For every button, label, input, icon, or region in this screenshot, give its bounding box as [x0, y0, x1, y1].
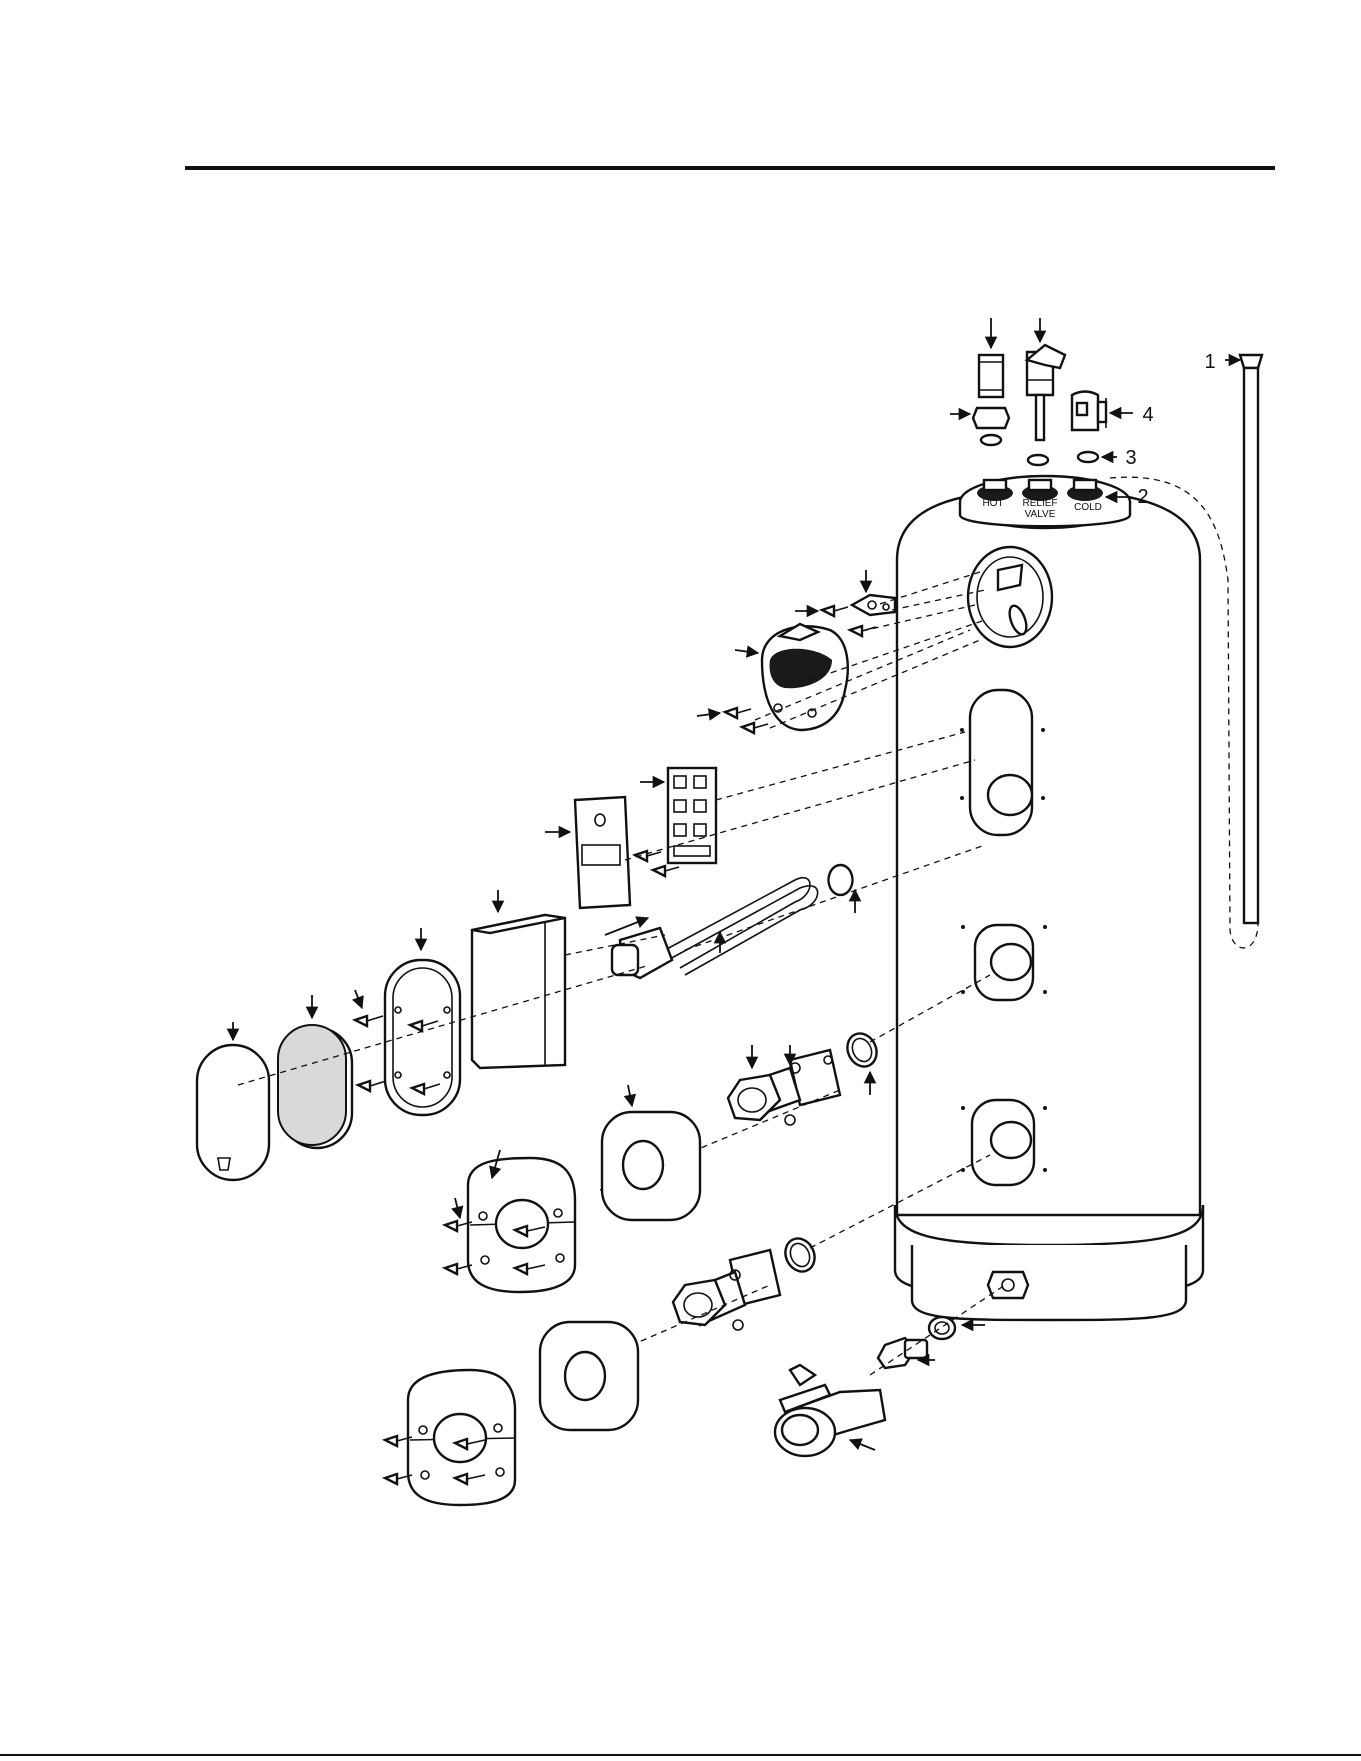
insulation-block	[472, 915, 565, 1068]
relief-valve-label-line1: RELIEF	[1022, 498, 1057, 509]
middle-element-gasket	[842, 1029, 882, 1072]
thermostat-bracket	[852, 595, 895, 615]
cold-port-label: COLD	[1074, 502, 1102, 513]
upper-element-opening	[960, 690, 1045, 835]
relief-valve	[1027, 345, 1065, 440]
terminal-block	[668, 768, 716, 863]
cold-washer	[1078, 452, 1098, 462]
terminal-cover-plate	[575, 797, 630, 908]
lower-element-insulation	[540, 1322, 638, 1430]
lower-element-cover	[408, 1370, 515, 1505]
upper-heating-element	[612, 865, 853, 978]
lower-element-gasket	[780, 1234, 820, 1277]
thermostat-cover	[762, 624, 848, 730]
hot-nipple	[979, 355, 1003, 397]
thermostat-opening	[968, 547, 1052, 647]
callout-4: 4	[1142, 404, 1153, 426]
hot-adapter	[973, 408, 1009, 445]
anode-rod	[1240, 355, 1262, 923]
hot-port-label: HOT	[982, 498, 1003, 509]
lower-element-flange	[673, 1250, 780, 1330]
drain-valve	[775, 1365, 885, 1456]
drain-washer	[929, 1317, 955, 1339]
cold-inlet-fitting	[1072, 392, 1106, 431]
callout-1: 1	[1204, 351, 1215, 373]
middle-element-insulation	[602, 1112, 700, 1220]
relief-valve-label-line2: VALVE	[1025, 509, 1056, 520]
element-access-cover	[197, 1045, 269, 1180]
element-insulation-pad	[278, 1025, 352, 1148]
relief-washer	[1028, 455, 1048, 465]
callout-3: 3	[1125, 447, 1136, 469]
callout-2: 2	[1137, 486, 1148, 508]
